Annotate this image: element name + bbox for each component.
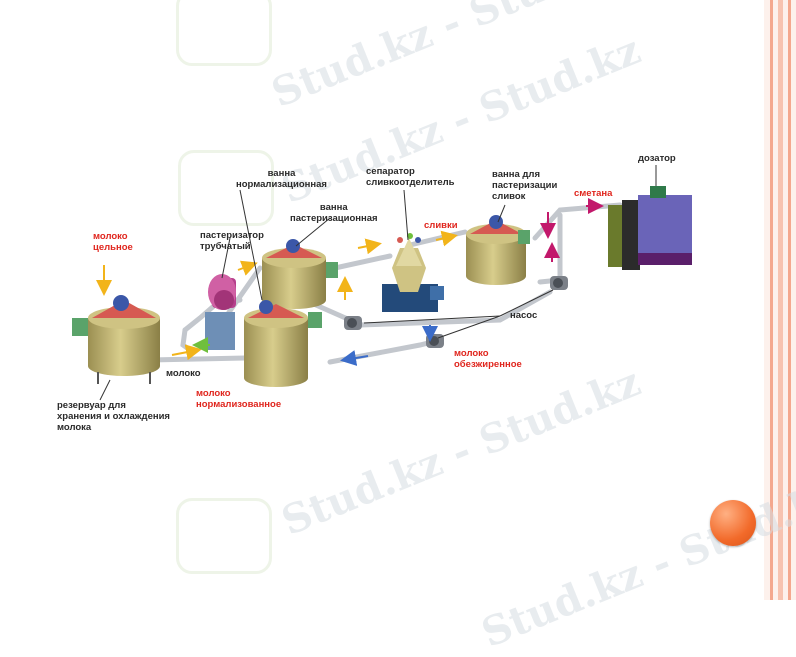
process-diagram (72, 165, 692, 401)
right-border-stripe-line (770, 0, 773, 600)
watermark-logo (176, 498, 272, 574)
tubular-pasteurizer (205, 274, 236, 350)
pump (550, 276, 568, 290)
slide: Stud.kz - Stud.kz Stud.kz - Stud.kz Stud… (57, 0, 796, 657)
leader-lines (99, 165, 657, 401)
pump (344, 316, 362, 330)
label-normalization-bath: ванна нормализационная (236, 168, 327, 190)
dispenser (608, 186, 692, 270)
label-normalized-milk: молоко нормализованное (196, 388, 282, 410)
label-sour-cream: сметана (574, 188, 613, 199)
milk-arrow (357, 238, 382, 255)
watermark-logo (178, 150, 274, 226)
milk-arrow (237, 260, 258, 276)
label-whole-milk: молоко цельное (93, 231, 133, 253)
label-storage-tank: резервуар для хранения и охлаждения моло… (57, 400, 170, 433)
right-border-stripe-line (788, 0, 791, 600)
label-tubular-pasteurizer: пастеризатор трубчатый (200, 230, 264, 252)
separator (382, 233, 444, 312)
label-pump: насос (510, 310, 538, 321)
right-border-stripe-line (778, 0, 783, 600)
milk-arrow (171, 344, 202, 361)
label-cream-pasteurization-bath: ванна для пастеризации сливок (492, 169, 558, 202)
label-separator: сепаратор сливкоотделитель (366, 166, 455, 188)
decorative-orange-circle (710, 500, 756, 546)
label-dispenser: дозатор (638, 153, 676, 164)
cream-pasteurization-bath (466, 215, 530, 285)
cream-arrow (435, 230, 458, 247)
label-skim-milk: молоко обезжиренное (454, 348, 522, 370)
label-milk: молоко (166, 368, 201, 379)
watermark-logo (176, 0, 272, 66)
flow-arrows (96, 198, 604, 366)
storage-tank (72, 295, 160, 384)
skim-milk-arrow (340, 350, 369, 366)
pump (426, 334, 444, 348)
label-cream: сливки (424, 220, 458, 231)
label-pasteurization-bath: ванна пастеризационная (290, 202, 378, 224)
normalization-bath (262, 239, 338, 309)
pasteurization-bath (244, 300, 322, 387)
